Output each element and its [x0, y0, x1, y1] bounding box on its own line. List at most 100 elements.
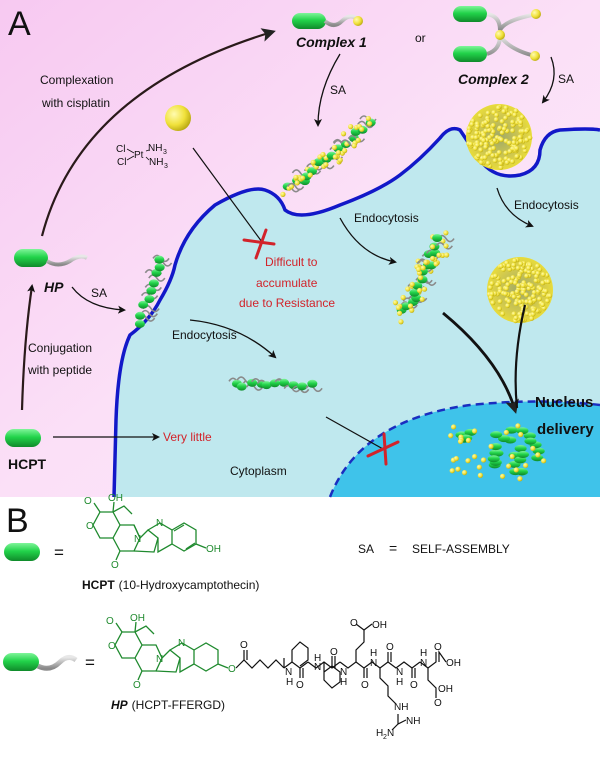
drug-unit — [297, 382, 308, 391]
platinum-ball — [516, 283, 521, 289]
released-platinum — [509, 453, 515, 460]
platinum-ball — [510, 119, 515, 125]
atom-o: O — [133, 680, 141, 691]
atom-n: N — [314, 662, 321, 673]
platinum-ball — [497, 157, 503, 163]
platinum-ball — [511, 294, 517, 300]
platinum-ball — [504, 160, 510, 165]
platinum-ball — [494, 112, 499, 118]
released-platinum — [476, 464, 482, 470]
hp-blocked-line — [325, 416, 384, 450]
endocytosis-arrow-nanofiber — [339, 217, 397, 265]
atom-n: N — [134, 534, 141, 545]
platinum-ball — [496, 150, 502, 155]
platinum-ball — [511, 140, 517, 145]
released-platinum — [472, 428, 478, 434]
platinum-ball — [543, 288, 549, 294]
hcpt-legend-pill-icon — [4, 543, 40, 561]
nanofiber-complex1-icon — [280, 115, 377, 197]
platinum-ball — [506, 112, 512, 117]
platinum-ball — [469, 121, 475, 127]
nucleus-label-line1: Nucleus — [535, 394, 593, 411]
platinum-ball — [499, 130, 505, 136]
cisplatin-cl-top: Cl — [116, 144, 125, 155]
platinum-ball — [513, 315, 519, 321]
released-drug — [514, 456, 527, 464]
released-platinum — [472, 454, 478, 460]
platinum-ball — [519, 114, 525, 120]
drug-unit — [279, 378, 290, 387]
platinum-ball — [415, 266, 422, 273]
peptide-structure: O N H O N H O N H O OH O N H O N H O N H… — [235, 618, 461, 741]
platinum-ball — [545, 279, 551, 285]
platinum-ball — [535, 263, 540, 269]
peptide-strand — [148, 274, 166, 282]
internalized-nanosphere-icon — [486, 257, 553, 324]
released-drug — [524, 437, 537, 445]
platinum-ball — [466, 125, 472, 131]
sa-arrow-hp — [71, 286, 126, 314]
platinum-ball — [524, 273, 529, 279]
blocked-x-icon-hp — [366, 432, 400, 466]
platinum-ball — [487, 135, 492, 140]
platinum-ball — [444, 252, 450, 258]
released-platinum — [455, 466, 461, 472]
platinum-ball — [498, 137, 504, 143]
platinum-ball — [398, 319, 404, 325]
platinum-ball — [538, 286, 543, 292]
endocytosis-arrow-hp — [189, 319, 277, 359]
drug-unit — [144, 295, 155, 304]
hcpt-label: HCPT — [8, 456, 47, 472]
platinum-ball — [520, 283, 526, 288]
resistance-warning-line2: accumulate — [256, 276, 318, 290]
platinum-ball — [523, 292, 529, 298]
platinum-ball — [501, 108, 507, 114]
platinum-ball — [510, 128, 515, 134]
platinum-ball — [503, 150, 509, 156]
platinum-ball — [417, 287, 423, 294]
panel-label-b: B — [6, 502, 29, 540]
drug-unit — [400, 302, 411, 311]
released-platinum — [503, 429, 509, 436]
sa-abbr: SA — [358, 542, 374, 556]
atom-o: O — [386, 642, 394, 653]
released-platinum — [453, 455, 459, 462]
platinum-ball — [443, 230, 449, 236]
atom-o: O — [361, 680, 369, 691]
drug-unit — [412, 281, 423, 290]
platinum-ball — [503, 105, 509, 111]
atom-nh: NH — [394, 702, 408, 713]
platinum-ball — [423, 259, 429, 265]
cisplatin-nh3-bottom: NH — [149, 157, 163, 168]
platinum-ball — [320, 151, 326, 158]
platinum-ball — [545, 298, 550, 304]
platinum-ball — [487, 285, 493, 290]
released-drug — [487, 455, 500, 463]
drug-unit — [138, 300, 149, 309]
platinum-ball — [498, 165, 504, 170]
platinum-ball — [485, 110, 491, 116]
platinum-ball — [517, 299, 523, 305]
atom-o: O — [86, 521, 94, 532]
platinum-ball — [300, 175, 306, 181]
internalized-nanofiber-icon — [392, 230, 455, 325]
nanosphere-complex2-icon — [466, 104, 533, 170]
hp-caption-full: (HCPT-FFERGD) — [132, 698, 225, 712]
platinum-ball — [365, 115, 371, 122]
platinum-ball — [489, 281, 495, 286]
platinum-ball — [280, 191, 286, 197]
peptide-strand — [357, 120, 375, 129]
platinum-ball — [523, 128, 529, 134]
platinum-ball — [529, 316, 535, 321]
drug-unit — [135, 311, 146, 320]
released-platinum — [517, 476, 523, 482]
atom-o: O — [106, 616, 114, 627]
platinum-ball — [530, 293, 536, 299]
atom-oh: OH — [206, 544, 221, 555]
platinum-ball — [537, 267, 543, 272]
cytoplasm-label: Cytoplasm — [230, 464, 287, 478]
atom-n: N — [285, 667, 292, 678]
conjugation-label-line2: with peptide — [27, 363, 92, 377]
released-platinum — [505, 463, 512, 469]
released-drug — [514, 444, 527, 452]
